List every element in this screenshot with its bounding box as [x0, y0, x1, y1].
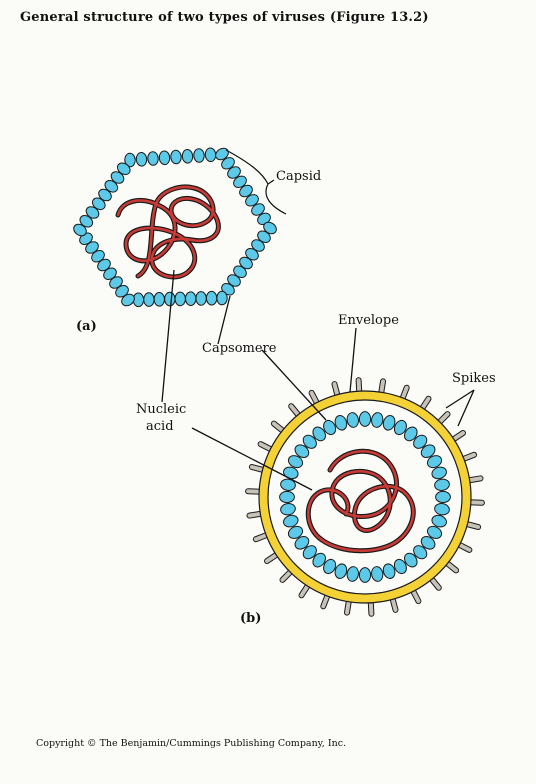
capsomere [431, 514, 447, 528]
capsomere [358, 567, 372, 583]
capsomere [221, 157, 235, 170]
nucleic-acid-b-core [307, 450, 415, 553]
capsomere [393, 558, 407, 575]
capsid-b [279, 411, 451, 583]
virus-a [73, 147, 277, 308]
virus-b [245, 377, 485, 617]
envelope-inner-b [267, 399, 463, 595]
nucleic-acid-label-line2: acid [146, 419, 174, 434]
capsomere-leader-b [261, 349, 327, 421]
capsomere [216, 290, 228, 306]
capsid-bracket-tick [267, 179, 275, 185]
capsomere [279, 490, 295, 504]
leader-lines [161, 269, 475, 491]
panel-a-label: (a) [76, 319, 97, 334]
capsomere-leader-a [217, 295, 231, 345]
capsomere [371, 566, 384, 582]
nucleic-leader-b [191, 427, 313, 491]
envelope-leader [349, 327, 357, 393]
capsomere [393, 419, 407, 436]
figure-title: General structure of two types of viruse… [20, 10, 429, 25]
capsomere [420, 536, 436, 550]
nucleic-acid-label-line1: Nucleic [136, 402, 186, 417]
capsomere [233, 175, 247, 189]
capsid-a [73, 147, 277, 308]
capsomere [371, 412, 384, 428]
capsomere [434, 478, 450, 491]
capsomere [124, 152, 136, 168]
envelope-label: Envelope [338, 313, 399, 328]
capsomere [323, 419, 337, 436]
capsomere [239, 184, 253, 198]
capsomere [184, 291, 197, 306]
capsomere [346, 412, 359, 428]
capsomere [434, 503, 450, 516]
capsomere [164, 291, 176, 307]
capsomere [312, 552, 326, 568]
capsomere [193, 148, 205, 163]
capsomere [302, 434, 317, 449]
capsid-label: Capsid [276, 169, 321, 184]
capsomere [426, 455, 443, 469]
spikes-label: Spikes [452, 371, 496, 386]
capsomere [280, 478, 296, 491]
capsomere [294, 444, 310, 458]
capsomere [283, 514, 299, 528]
capsomere [181, 149, 194, 164]
capsomere [382, 415, 396, 431]
capsomere [346, 566, 359, 582]
capsomere [358, 411, 372, 427]
capsomere [302, 545, 317, 560]
capsomere [431, 466, 447, 480]
capsomere [413, 434, 428, 449]
nucleic-acid-a-core [116, 185, 220, 279]
capsomere [382, 563, 396, 579]
capsomere [251, 203, 265, 216]
capsomere [227, 166, 241, 179]
capsomere [174, 291, 186, 307]
capsomere [334, 563, 348, 579]
capsomere [116, 162, 131, 176]
spikes-leader-2 [457, 389, 475, 427]
capsomere [170, 149, 182, 165]
capsomere [334, 415, 348, 431]
capsomere [404, 552, 418, 568]
panel-b-label: (b) [240, 611, 261, 626]
capsomere [245, 194, 259, 207]
capsomere [153, 292, 166, 307]
capsomere [158, 150, 171, 166]
nucleic-leader-a [161, 269, 175, 403]
capsomere [312, 426, 326, 442]
copyright-notice: Copyright © The Benjamin/Cummings Publis… [36, 738, 347, 749]
capsomere [147, 151, 159, 166]
capsomere [280, 503, 296, 516]
capsomere [420, 444, 436, 458]
capsomere [287, 525, 304, 539]
capsomere [404, 426, 418, 442]
capsomere [413, 545, 428, 560]
capsomere [143, 292, 155, 307]
capsomere [135, 152, 148, 167]
capsomere [294, 536, 310, 550]
capsomere [205, 290, 218, 306]
capsomere [323, 558, 337, 575]
spikes-leader-1 [445, 389, 475, 409]
capsomere [287, 455, 304, 469]
capsomere [204, 147, 217, 163]
capsomere [426, 525, 443, 539]
capsomere [195, 291, 207, 306]
capsomere-label: Capsomere [202, 341, 277, 356]
capsomere [435, 490, 451, 504]
